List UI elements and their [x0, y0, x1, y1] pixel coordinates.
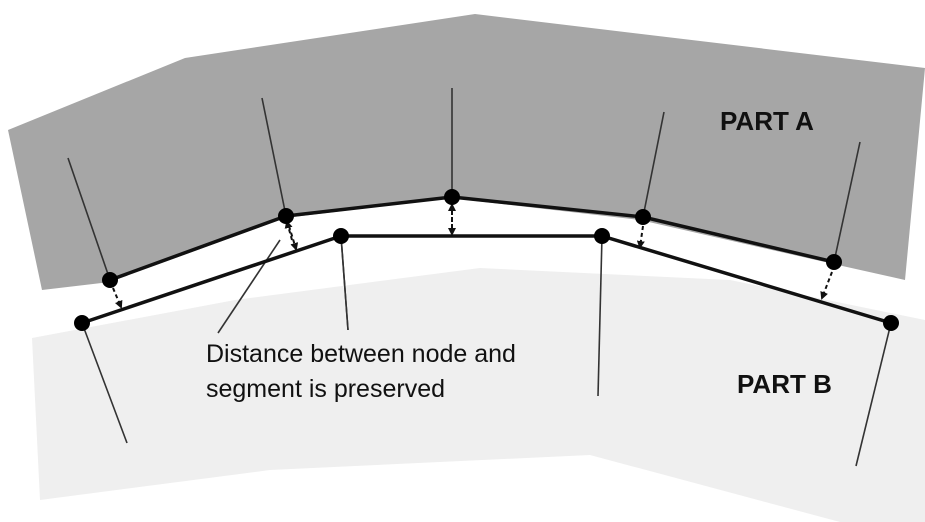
part-a-nodes: [102, 189, 842, 288]
part-b-node-2: [333, 228, 349, 244]
annotation-line-2: segment is preserved: [206, 375, 445, 403]
part-b-node-4: [883, 315, 899, 331]
part-a-normal-4: [642, 111, 665, 218]
part-a-node-2: [278, 208, 294, 224]
annotation-line-1: Distance between node and: [206, 340, 516, 368]
part-b-normal-4: [855, 322, 892, 467]
part-a-label: PART A: [720, 106, 814, 136]
part-a-region: [8, 14, 925, 290]
distance-arrow-5: [820, 271, 833, 300]
part-a-normal-1: [67, 157, 111, 281]
part-b-normal-3: [597, 235, 603, 397]
part-a-node-4: [635, 209, 651, 225]
part-a-node-1: [102, 272, 118, 288]
part-b-label: PART B: [737, 369, 832, 399]
part-a-node-3: [444, 189, 460, 205]
distance-arrows: [112, 203, 833, 309]
annotation-leaders: [217, 235, 349, 334]
part-b-node-3: [594, 228, 610, 244]
distance-arrow-1: [112, 287, 123, 309]
leader-line-2: [340, 235, 349, 331]
leader-line-1: [217, 239, 281, 334]
part-a-normal-5: [833, 141, 861, 263]
part-a-normal-2: [261, 97, 287, 217]
part-b-region: [32, 268, 925, 522]
part-a-normals: [67, 88, 861, 281]
part-b-node-1: [74, 315, 90, 331]
part-b-nodes: [74, 228, 899, 331]
part-b-surface: [81, 234, 892, 325]
distance-arrow-2b: [284, 220, 293, 241]
distance-arrow-4: [636, 225, 645, 249]
part-a-node-5: [826, 254, 842, 270]
part-b-normal-1: [81, 322, 128, 444]
